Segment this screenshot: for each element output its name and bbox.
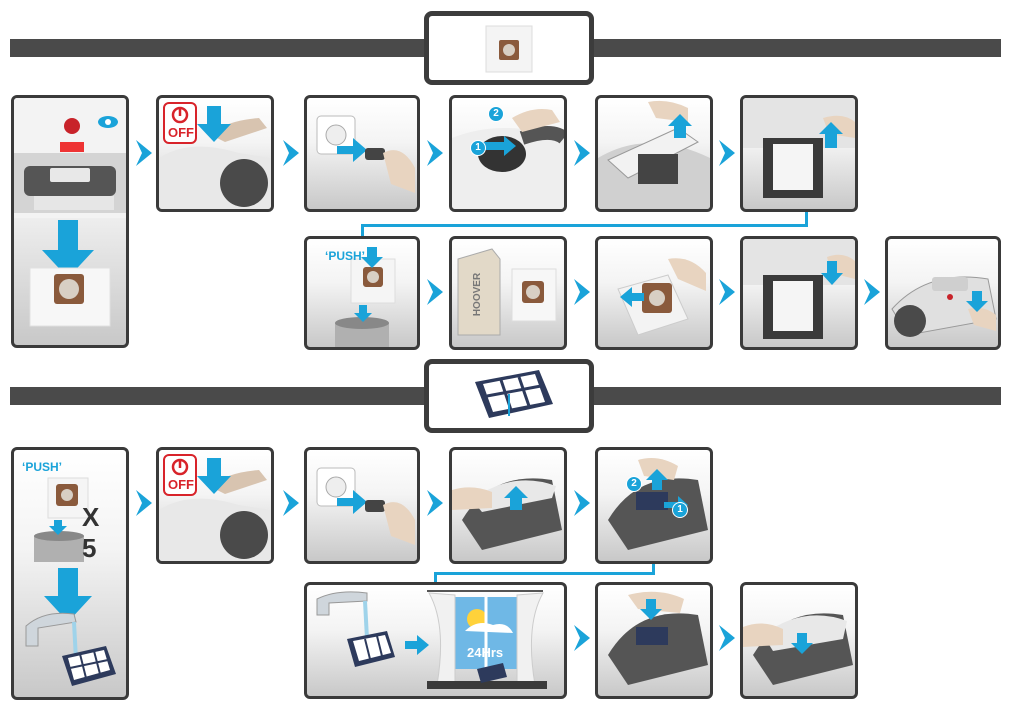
arrow-right-icon (427, 490, 443, 516)
panel-unplug (304, 95, 420, 212)
arrow-right-icon (136, 140, 152, 166)
push-label: ‘PUSH’ (325, 249, 366, 263)
connector-line (805, 212, 808, 226)
arrow-right-icon (283, 140, 299, 166)
section2-header (424, 359, 594, 433)
section1-header (424, 11, 594, 85)
panel-push-bag-in (740, 236, 858, 350)
arrow-right-icon (427, 140, 443, 166)
panel-bag-indicator (11, 95, 129, 348)
arrow-right-icon (574, 279, 590, 305)
step-1-badge: 1 (672, 502, 688, 518)
connector-line (652, 564, 655, 574)
step-1-badge: 1 (470, 140, 486, 156)
arrow-right-icon (864, 279, 880, 305)
panel-unplug (304, 447, 420, 564)
dust-bag-icon (485, 25, 533, 73)
panel-discard-bag: ‘PUSH’ (304, 236, 420, 350)
panel-lift-bag (740, 95, 858, 212)
off-label: OFF (168, 125, 194, 140)
panel-insert-bag (595, 236, 713, 350)
arrow-right-icon (136, 490, 152, 516)
panel-close-lid (885, 236, 1001, 350)
panel-insert-filter (595, 582, 713, 699)
dry-time-label: 24Hrs (467, 645, 504, 660)
arrow-right-icon (574, 490, 590, 516)
arrow-right-icon (427, 279, 443, 305)
panel-close-filter-cover (740, 582, 858, 699)
connector-line (434, 572, 437, 582)
arrow-right-icon (719, 140, 735, 166)
step-2-badge: 2 (626, 476, 642, 492)
hoover-label: HOOVER (472, 272, 484, 317)
off-label: OFF (168, 477, 194, 492)
arrow-right-icon (719, 279, 735, 305)
connector-line (361, 224, 808, 227)
filter-icon (475, 370, 553, 418)
panel-rinse-and-dry: 24Hrs (304, 582, 567, 699)
panel-wash-filter: ‘PUSH’ X 5 (11, 447, 129, 700)
arrow-right-icon (574, 140, 590, 166)
arrow-right-icon (719, 625, 735, 651)
panel-remove-filter: 2 1 (595, 447, 713, 564)
arrow-right-icon (283, 490, 299, 516)
panel-remove-hose: 2 1 (449, 95, 567, 212)
connector-line (361, 224, 364, 236)
panel-switch-off: OFF (156, 447, 274, 564)
repeat-count-label: X 5 (82, 502, 102, 563)
panel-open-lid (595, 95, 713, 212)
push-label: ‘PUSH’ (22, 460, 63, 474)
step-2-badge: 2 (488, 106, 504, 122)
connector-line (434, 572, 655, 575)
panel-switch-off: OFF (156, 95, 274, 212)
panel-new-bag: HOOVER (449, 236, 567, 350)
arrow-right-icon (574, 625, 590, 651)
panel-open-filter-cover (449, 447, 567, 564)
